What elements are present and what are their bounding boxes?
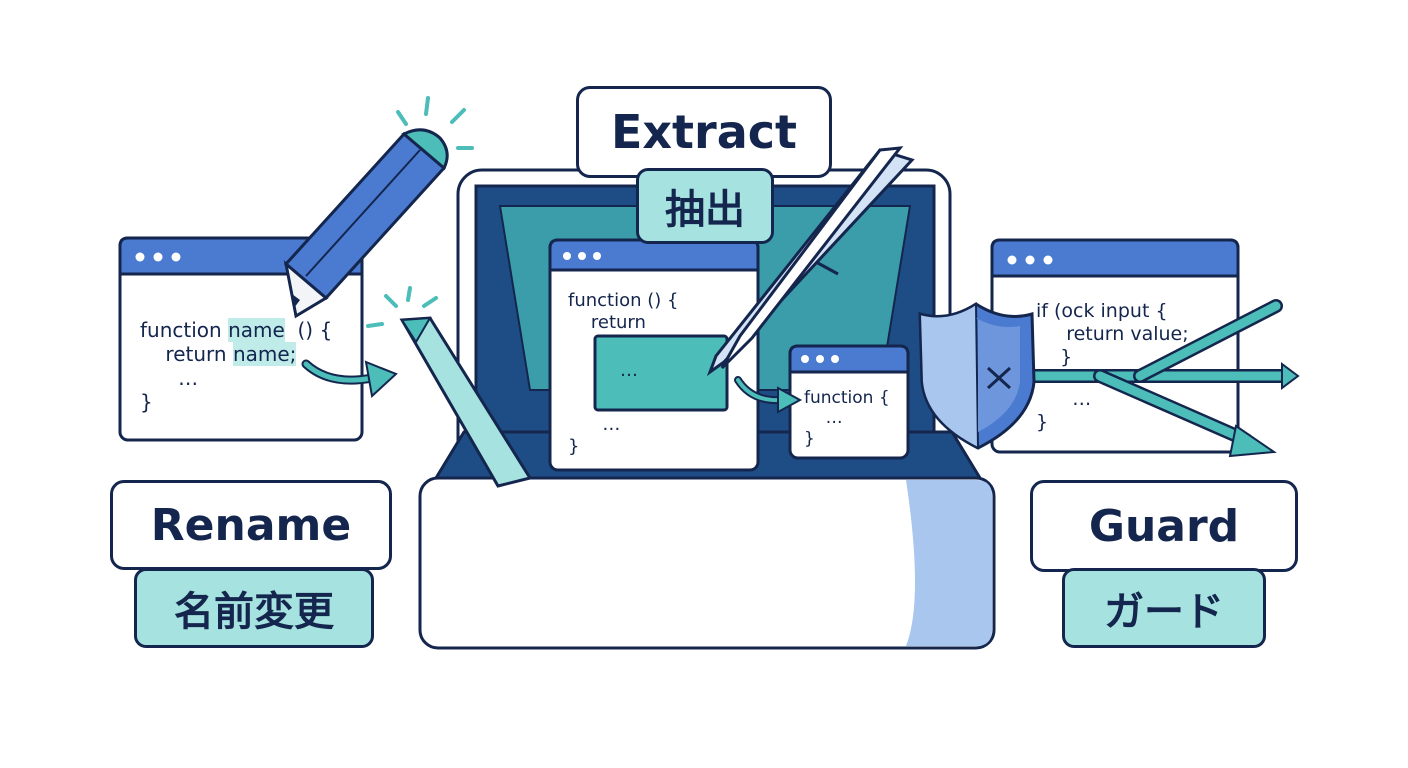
code-line: function { bbox=[804, 388, 890, 408]
extract-title-jp: 抽出 bbox=[636, 168, 774, 244]
extract-code-tail: …} bbox=[568, 414, 620, 457]
code-line: return value; bbox=[1036, 322, 1189, 345]
extracted-function-code: function { …} bbox=[804, 388, 890, 449]
code-line: … bbox=[568, 414, 621, 435]
highlighted-identifier: name; bbox=[232, 342, 297, 366]
arrow-icon bbox=[301, 359, 398, 398]
extracted-function-window bbox=[788, 344, 910, 460]
guard-code: if (ock input { return value; } bbox=[1036, 300, 1189, 368]
code-line: … bbox=[804, 408, 843, 429]
code-line: … bbox=[140, 366, 199, 390]
guard-code-tail: …} bbox=[1036, 388, 1091, 434]
extract-title: Extract bbox=[576, 86, 832, 178]
code-line: function name () { bbox=[140, 318, 333, 342]
rename-code: function name () { return name; …} bbox=[140, 318, 332, 414]
code-line: } bbox=[568, 435, 580, 457]
guard-window bbox=[990, 238, 1240, 454]
code-line: } bbox=[140, 390, 153, 414]
extract-window bbox=[548, 238, 760, 472]
rename-title: Rename bbox=[110, 480, 392, 570]
code-line: … bbox=[1036, 388, 1092, 410]
code-line: } bbox=[1036, 410, 1049, 433]
shield-icon bbox=[918, 302, 1036, 450]
rename-title-jp: 名前変更 bbox=[134, 568, 374, 648]
guard-title: Guard bbox=[1030, 480, 1298, 572]
pencil-icon bbox=[283, 128, 449, 319]
sparkle-icon bbox=[366, 96, 474, 328]
extracted-block-text: … bbox=[620, 360, 638, 381]
code-line: } bbox=[1036, 345, 1073, 368]
code-line: function () { bbox=[568, 290, 679, 311]
code-line: if (ock input { bbox=[1036, 300, 1168, 322]
tweezers-icon bbox=[706, 146, 915, 377]
code-line: return bbox=[568, 311, 646, 333]
extract-code: function () { return bbox=[568, 290, 678, 333]
code-line: return name; bbox=[140, 342, 297, 366]
guard-title-jp: ガード bbox=[1062, 568, 1266, 648]
code-line: } bbox=[804, 428, 815, 449]
highlighted-identifier: name bbox=[228, 318, 285, 342]
crayon-icon bbox=[399, 316, 533, 488]
arrow-icon bbox=[734, 376, 803, 414]
